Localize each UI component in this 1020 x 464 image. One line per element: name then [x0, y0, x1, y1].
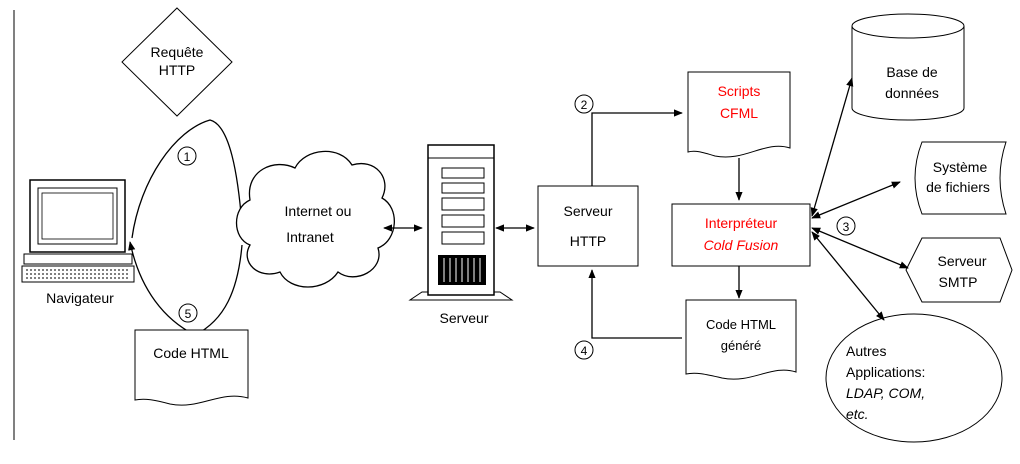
cfml-scripts-document: Scripts CFML — [687, 71, 791, 158]
smtp-server-hexagon: Serveur SMTP — [905, 237, 1013, 303]
svg-text:5: 5 — [185, 307, 192, 321]
other-apps-line2: Applications: — [846, 364, 925, 380]
interpreter-label-line2: Cold Fusion — [704, 237, 779, 253]
interpreter-label-line1: Interpréteur — [705, 215, 778, 231]
step-3-badge: 3 — [836, 216, 856, 236]
scripts-label-line2: CFML — [720, 105, 758, 121]
to-filesystem-arrow — [811, 181, 901, 219]
svg-text:3: 3 — [843, 220, 850, 234]
svg-text:4: 4 — [581, 344, 588, 358]
cloud-label-line2: Intranet — [286, 229, 334, 245]
coldfusion-interpreter-box: Interpréteur Cold Fusion — [671, 203, 811, 267]
step-5-badge: 5 — [178, 303, 198, 323]
other-apps-line4: etc. — [846, 406, 869, 422]
generated-html-label-line2: généré — [721, 338, 761, 353]
database-label-line1: Base de — [886, 64, 938, 80]
browser-label: Navigateur — [46, 290, 114, 306]
filesystem-shape: Système de fichiers — [914, 141, 1007, 215]
to-other-apps-arrow — [811, 231, 885, 321]
server-tower-icon — [408, 144, 514, 301]
generated-html-label-line1: Code HTML — [706, 317, 776, 332]
to-database-arrow — [810, 77, 854, 217]
request-arc — [131, 119, 245, 239]
generated-html-document: Code HTML généré — [685, 299, 797, 380]
http-server-box: Serveur HTTP — [537, 185, 639, 267]
http-server-label-line1: Serveur — [563, 203, 612, 219]
other-applications-circle: Autres Applications: LDAP, COM, etc. — [825, 313, 1003, 443]
smtp-label-line2: SMTP — [939, 274, 978, 290]
computer-icon — [21, 179, 135, 283]
filesystem-label-line1: Système — [933, 159, 988, 175]
svg-text:1: 1 — [184, 150, 191, 164]
step-1-badge: 1 — [177, 146, 197, 166]
html-code-document: Code HTML — [134, 329, 249, 406]
flow-to-scripts — [591, 109, 683, 186]
other-apps-line3: LDAP, COM, — [846, 385, 925, 401]
to-smtp-arrow — [811, 227, 909, 269]
filesystem-label-line2: de fichiers — [926, 179, 990, 195]
http-request-label-line1: Requête — [151, 44, 204, 60]
http-request-label-line2: HTTP — [159, 62, 196, 78]
other-apps-line1: Autres — [846, 343, 886, 359]
step-2-badge: 2 — [574, 94, 594, 114]
html-code-label: Code HTML — [153, 345, 229, 361]
cloud-label-line1: Internet ou — [285, 203, 352, 219]
http-server-label-line2: HTTP — [570, 233, 607, 249]
svg-text:2: 2 — [581, 98, 588, 112]
database-cylinder: Base de données — [851, 13, 965, 121]
internet-cloud: Internet ou Intranet — [236, 150, 395, 288]
server-label: Serveur — [439, 310, 488, 326]
http-request-node: Requête HTTP — [121, 7, 233, 117]
scripts-label-line1: Scripts — [718, 83, 761, 99]
smtp-label-line1: Serveur — [937, 253, 986, 269]
step-4-badge: 4 — [574, 340, 594, 360]
flow-back-to-http-server — [588, 269, 682, 339]
database-label-line2: données — [885, 85, 939, 101]
